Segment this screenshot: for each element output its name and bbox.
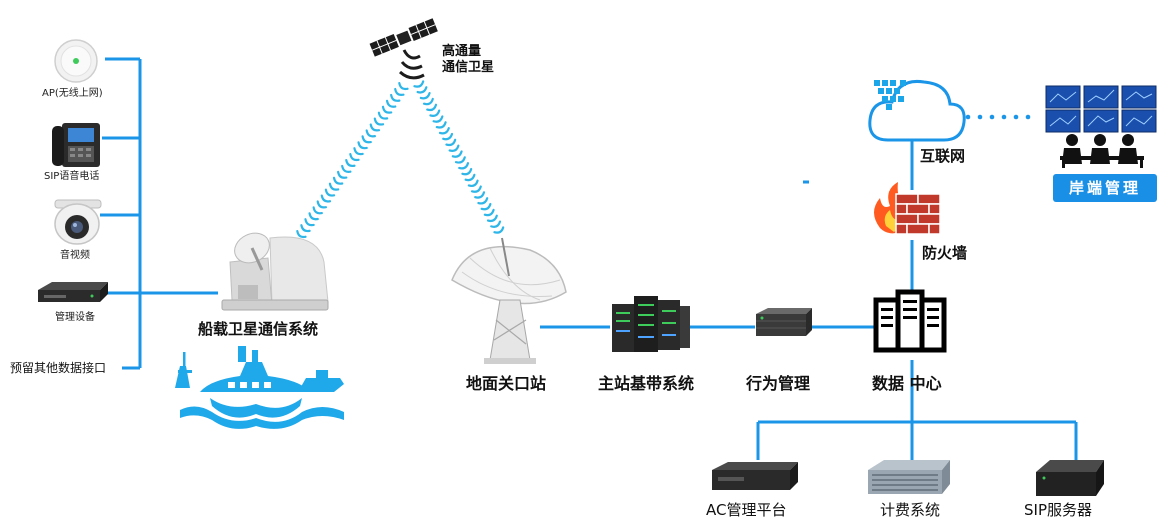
ship-system-label: 船载卫星通信系统 bbox=[198, 320, 319, 338]
ap-label: AP(无线上网) bbox=[42, 88, 103, 99]
ship-antenna-icon bbox=[221, 232, 329, 311]
beam-to-ship bbox=[361, 135, 372, 144]
sip-server-label: SIP服务器 bbox=[1024, 501, 1092, 519]
beam-to-ship bbox=[377, 111, 389, 120]
billing-server-icon bbox=[868, 460, 950, 494]
beam-to-gateway bbox=[464, 173, 476, 182]
beam-to-gateway bbox=[458, 162, 470, 170]
billing-label: 计费系统 bbox=[880, 501, 941, 519]
beam-to-gateway bbox=[454, 156, 466, 164]
beam-to-ship bbox=[328, 182, 340, 191]
beam-to-gateway bbox=[448, 144, 460, 152]
dish-antenna-icon bbox=[451, 237, 567, 364]
beam-to-gateway bbox=[451, 150, 463, 158]
router-icon bbox=[756, 308, 812, 336]
datacenter-icon bbox=[873, 289, 947, 353]
beam-to-ship bbox=[337, 170, 348, 179]
beam-to-gateway bbox=[474, 191, 486, 199]
beam-to-ship bbox=[357, 141, 368, 150]
beam-to-gateway bbox=[486, 214, 498, 223]
beam-to-ship bbox=[345, 158, 356, 168]
beam-to-gateway bbox=[470, 185, 482, 193]
access-point-icon bbox=[54, 39, 98, 83]
satellite-beams bbox=[296, 80, 505, 239]
beam-to-gateway bbox=[461, 167, 473, 176]
beam-to-gateway bbox=[467, 179, 479, 188]
ship-hull-detail bbox=[228, 382, 271, 388]
beam-to-ship bbox=[324, 188, 336, 197]
firewall-icon bbox=[874, 182, 941, 235]
beam-to-gateway bbox=[493, 226, 505, 234]
ac-platform-label: AC管理平台 bbox=[706, 501, 787, 519]
satellite-icon bbox=[369, 18, 438, 80]
beam-to-ship bbox=[341, 164, 352, 173]
beam-to-gateway bbox=[483, 208, 495, 217]
camera-label: 音视频 bbox=[60, 250, 90, 261]
phone-label: SIP语音电话 bbox=[44, 171, 100, 182]
beam-to-ship bbox=[394, 87, 405, 96]
network-switch-icon bbox=[38, 282, 108, 302]
beam-to-ship bbox=[381, 105, 393, 114]
camera-icon bbox=[54, 199, 102, 245]
device-bus bbox=[100, 57, 218, 370]
sip-server-icon bbox=[1036, 460, 1104, 496]
beam-to-gateway bbox=[413, 80, 425, 88]
firewall-label: 防火墙 bbox=[922, 244, 968, 262]
beam-to-gateway bbox=[419, 91, 431, 100]
beam-to-ship bbox=[353, 147, 364, 156]
beam-to-ship bbox=[320, 194, 332, 203]
beam-to-gateway bbox=[445, 138, 457, 147]
beam-to-gateway bbox=[422, 97, 434, 106]
backbone-links bbox=[540, 140, 1078, 462]
beam-to-ship bbox=[365, 129, 376, 138]
beam-to-ship bbox=[373, 117, 385, 126]
behavior-label: 行为管理 bbox=[746, 374, 811, 393]
datacenter-label: 数据 中心 bbox=[872, 374, 942, 393]
cloud-icon bbox=[868, 79, 966, 142]
satellite-label-line1: 高通量 bbox=[442, 44, 482, 59]
beam-to-ship bbox=[390, 93, 401, 102]
beam-to-ship bbox=[308, 212, 319, 221]
server-rack-icon bbox=[612, 296, 690, 352]
satellite-label: 高通量 通信卫星 bbox=[442, 44, 494, 76]
beam-to-gateway bbox=[435, 121, 447, 129]
satellite-label-line2: 通信卫星 bbox=[442, 60, 495, 75]
beam-to-ship bbox=[349, 153, 360, 162]
beam-to-gateway bbox=[432, 115, 444, 123]
beam-to-ship bbox=[296, 230, 307, 239]
beam-to-gateway bbox=[480, 202, 492, 211]
beam-to-ship bbox=[369, 123, 381, 132]
gateway-label: 地面关口站 bbox=[466, 374, 547, 393]
beam-to-ship bbox=[312, 206, 323, 215]
monitor-wall-icon bbox=[1045, 85, 1157, 168]
beam-to-ship bbox=[332, 176, 344, 185]
reserved-interface-label: 预留其他数据接口 bbox=[10, 361, 107, 375]
beam-to-gateway bbox=[426, 103, 438, 112]
shore-dotted-link bbox=[965, 114, 1031, 120]
internet-label: 互联网 bbox=[920, 147, 966, 165]
beam-to-gateway bbox=[438, 127, 450, 135]
beam-to-gateway bbox=[416, 86, 428, 94]
beam-to-ship bbox=[398, 82, 409, 91]
beam-to-ship bbox=[304, 218, 315, 227]
manage-device-label: 管理设备 bbox=[55, 312, 95, 323]
beam-to-ship bbox=[300, 224, 311, 233]
beam-to-gateway bbox=[490, 220, 502, 228]
ip-phone-icon bbox=[52, 123, 100, 167]
baseband-label: 主站基带系统 bbox=[598, 374, 695, 393]
beam-to-gateway bbox=[429, 109, 441, 117]
beam-to-gateway bbox=[442, 132, 454, 141]
beam-to-ship bbox=[316, 200, 328, 209]
rack-server-icon bbox=[712, 462, 798, 490]
shore-management-badge: 岸端管理 bbox=[1053, 174, 1157, 202]
ship-icon bbox=[175, 346, 344, 429]
beam-to-gateway bbox=[477, 197, 489, 205]
beam-to-ship bbox=[385, 99, 397, 108]
